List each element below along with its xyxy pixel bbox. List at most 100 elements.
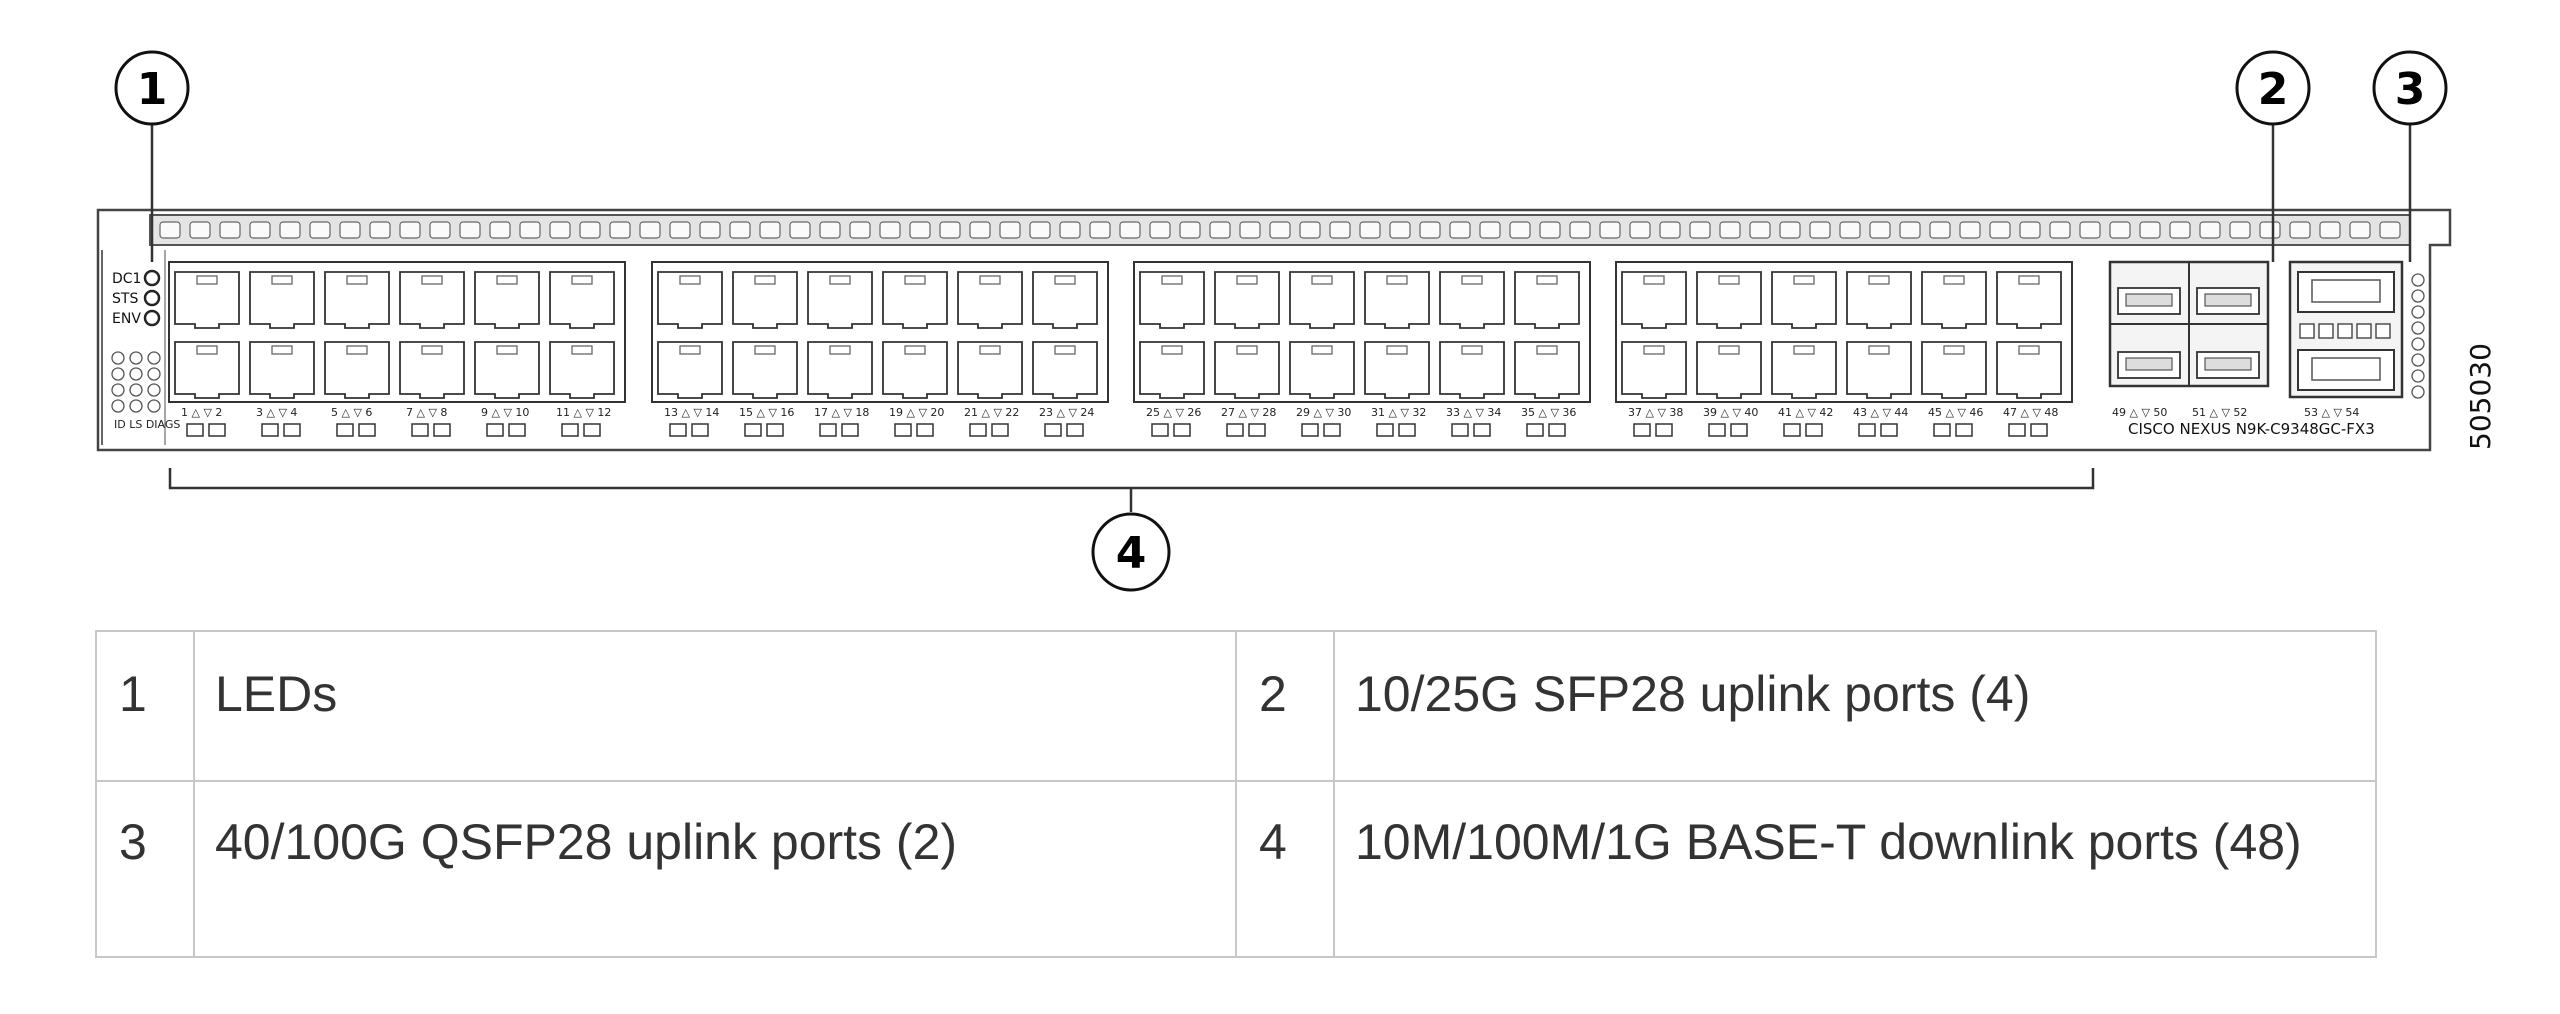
port-status-led — [1066, 423, 1084, 437]
vent-slot — [1569, 221, 1591, 239]
qsfp-port-53 — [2297, 271, 2395, 313]
vent-slot — [909, 221, 931, 239]
rj45-port — [1214, 341, 1280, 399]
port-number-label: 11 △ ▽ 12 — [556, 406, 611, 419]
rj45-latch — [904, 275, 926, 285]
port-status-led — [1173, 423, 1191, 437]
port-status-led — [916, 423, 934, 437]
callout-2: 2 — [2235, 50, 2311, 262]
edge-led — [2411, 385, 2425, 399]
diag-led — [111, 367, 125, 381]
vent-slot — [939, 221, 961, 239]
vent-slot — [729, 221, 751, 239]
rj45-port — [1696, 341, 1762, 399]
rj45-latch — [571, 275, 593, 285]
vent-slot — [789, 221, 811, 239]
port-status-led — [358, 423, 376, 437]
led-label-env: ENV — [112, 311, 141, 327]
vent-slot — [2019, 221, 2041, 239]
port-status-led — [2008, 423, 2026, 437]
diag-led — [129, 399, 143, 413]
port-number-label: 35 △ ▽ 36 — [1521, 406, 1576, 419]
edge-led — [2411, 337, 2425, 351]
vent-slot — [1299, 221, 1321, 239]
led-indicator-dc1 — [143, 269, 161, 287]
rj45-latch — [2018, 345, 2040, 355]
port-number-label: 15 △ ▽ 16 — [739, 406, 794, 419]
vent-slot — [519, 221, 541, 239]
vent-slot — [339, 221, 361, 239]
port-status-led — [1398, 423, 1416, 437]
rj45-port — [1846, 341, 1912, 399]
port-number-label: 33 △ ▽ 34 — [1446, 406, 1501, 419]
vent-slot — [1359, 221, 1381, 239]
vent-slot — [1059, 221, 1081, 239]
rj45-latch — [1718, 275, 1740, 285]
rj45-latch — [979, 275, 1001, 285]
diag-led — [111, 399, 125, 413]
rj45-port — [249, 271, 315, 329]
vent-slot — [1629, 221, 1651, 239]
rj45-latch — [1236, 275, 1258, 285]
led-label-dc1: DC1 — [112, 271, 141, 287]
right-edge-leds — [2411, 273, 2425, 399]
port-status-led — [1323, 423, 1341, 437]
vent-slot — [1899, 221, 1921, 239]
rj45-port — [549, 341, 615, 399]
port-status-led — [1301, 423, 1319, 437]
rj45-port — [1621, 271, 1687, 329]
edge-led — [2411, 305, 2425, 319]
rj45-latch — [1236, 345, 1258, 355]
rj45-latch — [271, 345, 293, 355]
rj45-port — [324, 341, 390, 399]
port-status-led — [1783, 423, 1801, 437]
vent-slot — [1539, 221, 1561, 239]
rj45-latch — [1054, 345, 1076, 355]
port-status-led — [2030, 423, 2048, 437]
vent-slot — [999, 221, 1021, 239]
rj45-port — [1364, 271, 1430, 329]
vent-slot — [2079, 221, 2101, 239]
rj45-latch — [496, 275, 518, 285]
rj45-port — [1214, 271, 1280, 329]
rj45-port — [1032, 271, 1098, 329]
port-status-led — [1858, 423, 1876, 437]
rj45-latch — [1386, 275, 1408, 285]
port-number-label: 27 △ ▽ 28 — [1221, 406, 1276, 419]
rj45-port — [1771, 341, 1837, 399]
diag-led — [147, 367, 161, 381]
rj45-latch — [1643, 275, 1665, 285]
legend-description: 10/25G SFP28 uplink ports (4) — [1333, 630, 2377, 782]
rj45-port — [732, 341, 798, 399]
vent-slot — [1959, 221, 1981, 239]
port-status-led — [186, 423, 204, 437]
port-number-label: 7 △ ▽ 8 — [406, 406, 447, 419]
rj45-port — [1771, 271, 1837, 329]
port-status-led — [486, 423, 504, 437]
rj45-latch — [571, 345, 593, 355]
port-status-led — [433, 423, 451, 437]
led-indicator-env — [143, 309, 161, 327]
sfp28-ports — [2117, 287, 2260, 379]
vent-slot — [1149, 221, 1171, 239]
rj45-port — [657, 271, 723, 329]
rj45-port — [882, 341, 948, 399]
vent-slot — [219, 221, 241, 239]
rj45-latch — [754, 345, 776, 355]
vent-slot — [309, 221, 331, 239]
rj45-port — [807, 341, 873, 399]
port-group-frame — [651, 261, 1109, 403]
legend-row: 1 LEDs 2 10/25G SFP28 uplink ports (4) — [95, 630, 2377, 782]
port-number-label: 43 △ ▽ 44 — [1853, 406, 1908, 419]
edge-led — [2411, 369, 2425, 383]
port-number-label: 5 △ ▽ 6 — [331, 406, 372, 419]
rj45-port — [1996, 271, 2062, 329]
vent-slot — [2139, 221, 2161, 239]
vent-slot — [2379, 221, 2401, 239]
vent-slot — [2349, 221, 2371, 239]
rj45-port — [474, 271, 540, 329]
rj45-latch — [271, 275, 293, 285]
port-status-led — [1451, 423, 1469, 437]
